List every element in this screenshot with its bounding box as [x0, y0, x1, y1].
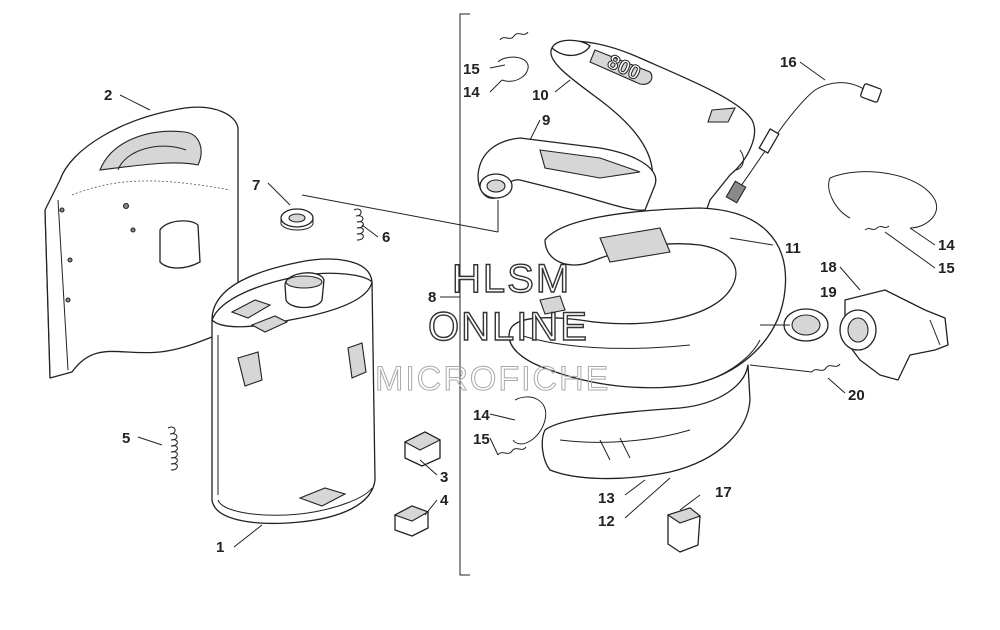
callout-4: 4 [440, 492, 449, 509]
callout-6: 6 [382, 229, 390, 246]
temperature-sensor [725, 82, 882, 204]
watermark-line-1: HLSM [452, 257, 571, 301]
callout-8: 8 [428, 289, 436, 306]
expansion-chamber [550, 39, 756, 242]
lower-heat-shield [541, 364, 751, 480]
watermark-line-3: MICROFICHE [375, 360, 610, 398]
callout-1: 1 [216, 539, 224, 556]
callout-5: 5 [122, 430, 130, 447]
callout-12: 12 [598, 513, 615, 530]
muffler [211, 258, 376, 524]
leader-lines [119, 61, 936, 548]
callout-20: 20 [848, 387, 865, 404]
callout-14-mid: 14 [473, 407, 490, 424]
callout-7: 7 [252, 177, 260, 194]
spring-clamp-top [497, 31, 529, 82]
spring-5 [167, 426, 178, 471]
callout-15-mid: 15 [473, 431, 490, 448]
callout-10: 10 [532, 87, 549, 104]
callout-3: 3 [440, 469, 448, 486]
callout-labels: 1 2 3 4 5 6 7 8 9 10 11 12 13 14 14 14 1… [104, 54, 955, 556]
spring-20 [811, 363, 841, 373]
spring-clamp-bottom [497, 396, 547, 456]
clamp-band [828, 171, 938, 231]
callout-15-right: 15 [938, 260, 955, 277]
callout-11: 11 [785, 240, 801, 257]
callout-19: 19 [820, 284, 837, 301]
grommet [280, 208, 314, 231]
callout-16: 16 [780, 54, 797, 71]
heat-shield [44, 106, 239, 379]
pipe-coil [508, 207, 787, 389]
callout-17: 17 [715, 484, 732, 501]
callout-2: 2 [104, 87, 112, 104]
bracket-3 [403, 431, 442, 467]
header-pipe [477, 137, 657, 211]
rubber-mount [666, 507, 702, 553]
callout-14-right: 14 [938, 237, 955, 254]
watermark-line-2: ONLINE [428, 305, 589, 349]
callout-9: 9 [542, 112, 550, 129]
callout-14-top: 14 [463, 84, 480, 101]
callout-18: 18 [820, 259, 837, 276]
bracket-4 [393, 505, 430, 537]
exhaust-manifold [839, 289, 949, 381]
spring-6 [353, 208, 364, 241]
callout-13: 13 [598, 490, 615, 507]
seal-ring [783, 308, 829, 342]
assembly-bracket-line [459, 13, 470, 576]
callout-15-top: 15 [463, 61, 480, 78]
